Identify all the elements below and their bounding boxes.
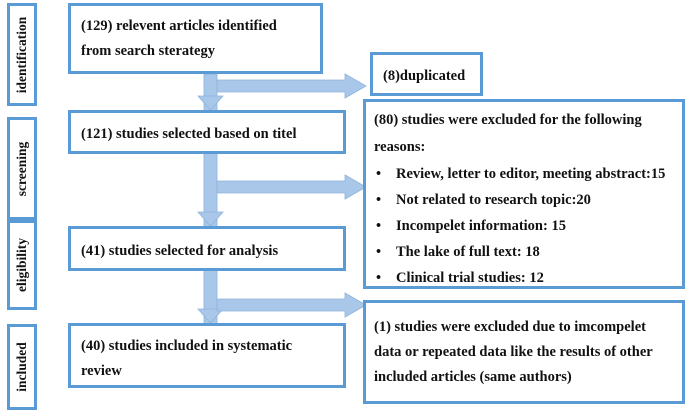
arrow-right-to-duplicated [216, 73, 367, 99]
arrow-down-to-titel [197, 95, 224, 111]
stage-eligibility-label: eligibility [14, 238, 29, 292]
arrow-right-to-excluded-one [216, 292, 367, 318]
box-duplicated: (8)duplicated [370, 52, 483, 96]
box-selected-titel: (121) studies selected based on titel [68, 110, 346, 154]
box-excluded-reasons: (80) studies were excluded for the follo… [363, 99, 685, 291]
stage-screening-label: screening [14, 141, 29, 196]
box-identified: (129) relevent articles identified from … [68, 3, 323, 74]
excluded-reason-item: The lake of full text: 18 [374, 239, 674, 265]
included-systematic-text: (40) studies included in systematic revi… [81, 338, 293, 379]
stage-identification-label: identification [14, 16, 29, 93]
arrow-down-to-included [197, 308, 224, 324]
duplicated-text: (8)duplicated [383, 68, 466, 84]
arrow-right-to-excluded [216, 174, 367, 200]
identified-text: (129) relevent articles identified from … [81, 18, 277, 59]
excluded-one-text: (1) studies were excluded due to imcompe… [374, 319, 653, 385]
excluded-reasons-list: Review, letter to editor, meeting abstra… [374, 161, 674, 291]
stage-identification: identification [7, 3, 37, 106]
excluded-reasons-header: (80) studies were excluded for the follo… [374, 112, 642, 155]
excluded-reason-item: Not related to research topic:20 [374, 187, 674, 213]
box-excluded-one: (1) studies were excluded due to imcompe… [363, 300, 685, 404]
box-included-systematic: (40) studies included in systematic revi… [68, 323, 346, 388]
stage-included-label: included [14, 342, 29, 392]
excluded-reason-item: Review, letter to editor, meeting abstra… [374, 161, 674, 187]
stage-included: included [7, 324, 37, 410]
stage-screening: screening [7, 117, 37, 220]
excluded-reason-item: Clinical trial studies: 12 [374, 265, 674, 291]
arrow-down-to-analysis [197, 211, 224, 227]
stage-eligibility: eligibility [7, 220, 37, 310]
box-selected-analysis: (41) studies selected for analysis [68, 226, 346, 271]
selected-analysis-text: (41) studies selected for analysis [81, 243, 279, 259]
excluded-reason-item: Incompelet information: 15 [374, 213, 674, 239]
selected-titel-text: (121) studies selected based on titel [81, 126, 297, 142]
